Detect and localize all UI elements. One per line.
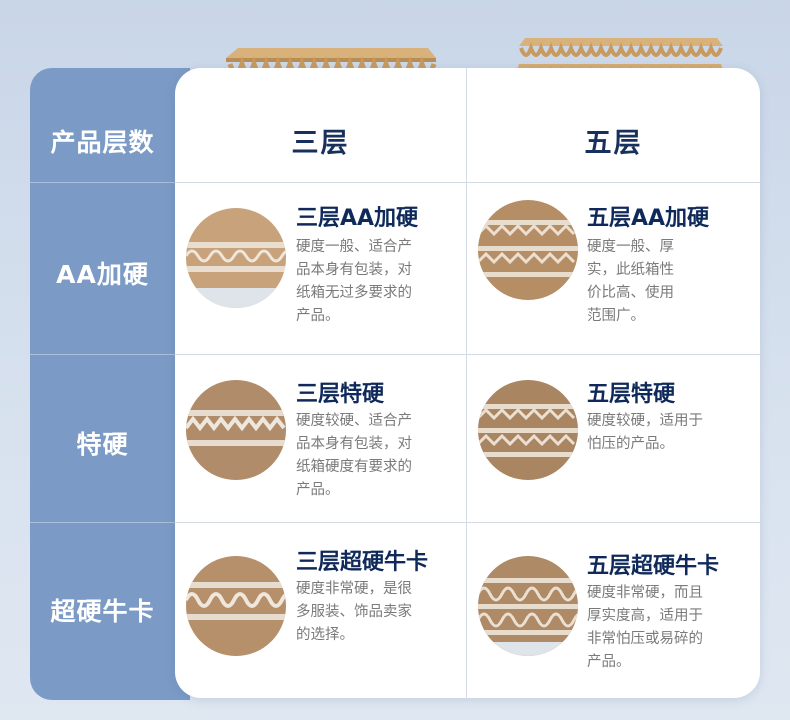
desc-line: 硬度一般、厚 [587,239,674,255]
row-label-super-kraft: 超硬牛卡 [50,597,155,626]
desc-line: 硬度非常硬，是很 [296,581,412,597]
grid-divider [175,354,760,355]
desc-line: 范围广。 [587,308,645,324]
column-header-three-layer: 三层 [291,127,350,159]
corrugated-sample-icon [186,380,286,480]
row-label-aa: AA加硬 [56,260,149,289]
corrugated-sample-icon [186,208,286,308]
desc-line: 产品。 [296,482,340,498]
cell-description: 硬度一般、厚 实，此纸箱性 价比高、使用 范围广。 [587,236,735,328]
panel-divider [30,522,175,523]
cell-title: 五层AA加硬 [587,206,710,231]
desc-line: 非常怕压或易碎的 [587,631,703,647]
column-header-five-layer: 五层 [584,127,643,159]
desc-line: 厚实度高，适用于 [587,608,703,624]
header-label: 产品层数 [50,128,155,157]
desc-line: 硬度较硬，适用于 [587,413,703,429]
cell-description: 硬度一般、适合产 品本身有包装，对 纸箱无过多要求的 产品。 [296,236,444,328]
desc-line: 纸箱硬度有要求的 [296,459,412,475]
desc-line: 硬度一般、适合产 [296,239,412,255]
grid-divider [175,182,760,183]
column-divider [466,68,467,698]
corrugated-sample-icon [478,556,578,656]
row-header-panel [30,68,190,700]
cell-description: 硬度较硬，适用于 怕压的产品。 [587,410,735,456]
cell-description: 硬度非常硬，而且 厚实度高，适用于 非常怕压或易碎的 产品。 [587,582,735,674]
corrugated-sample-icon [478,380,578,480]
cell-description: 硬度非常硬，是很 多服装、饰品卖家 的选择。 [296,578,444,647]
cell-description: 硬度较硬、适合产 品本身有包装，对 纸箱硬度有要求的 产品。 [296,410,444,502]
cell-title: 三层特硬 [296,382,385,407]
desc-line: 多服装、饰品卖家 [296,604,412,620]
desc-line: 品本身有包装，对 [296,262,412,278]
desc-line: 价比高、使用 [587,285,674,301]
cell-title: 五层超硬牛卡 [587,554,720,579]
row-label-extra-hard: 特硬 [76,430,129,459]
panel-divider [30,354,175,355]
desc-line: 的选择。 [296,627,354,643]
desc-line: 产品。 [296,308,340,324]
corrugated-sample-icon [478,200,578,300]
desc-line: 产品。 [587,654,631,670]
desc-line: 品本身有包装，对 [296,436,412,452]
desc-line: 硬度较硬、适合产 [296,413,412,429]
cell-title: 五层特硬 [587,382,676,407]
cell-title: 三层超硬牛卡 [296,550,429,575]
cell-title: 三层AA加硬 [296,206,419,231]
corrugated-sample-icon [186,556,286,656]
panel-divider [30,182,175,183]
desc-line: 纸箱无过多要求的 [296,285,412,301]
desc-line: 硬度非常硬，而且 [587,585,703,601]
desc-line: 怕压的产品。 [587,436,674,452]
grid-divider [175,522,760,523]
desc-line: 实，此纸箱性 [587,262,674,278]
